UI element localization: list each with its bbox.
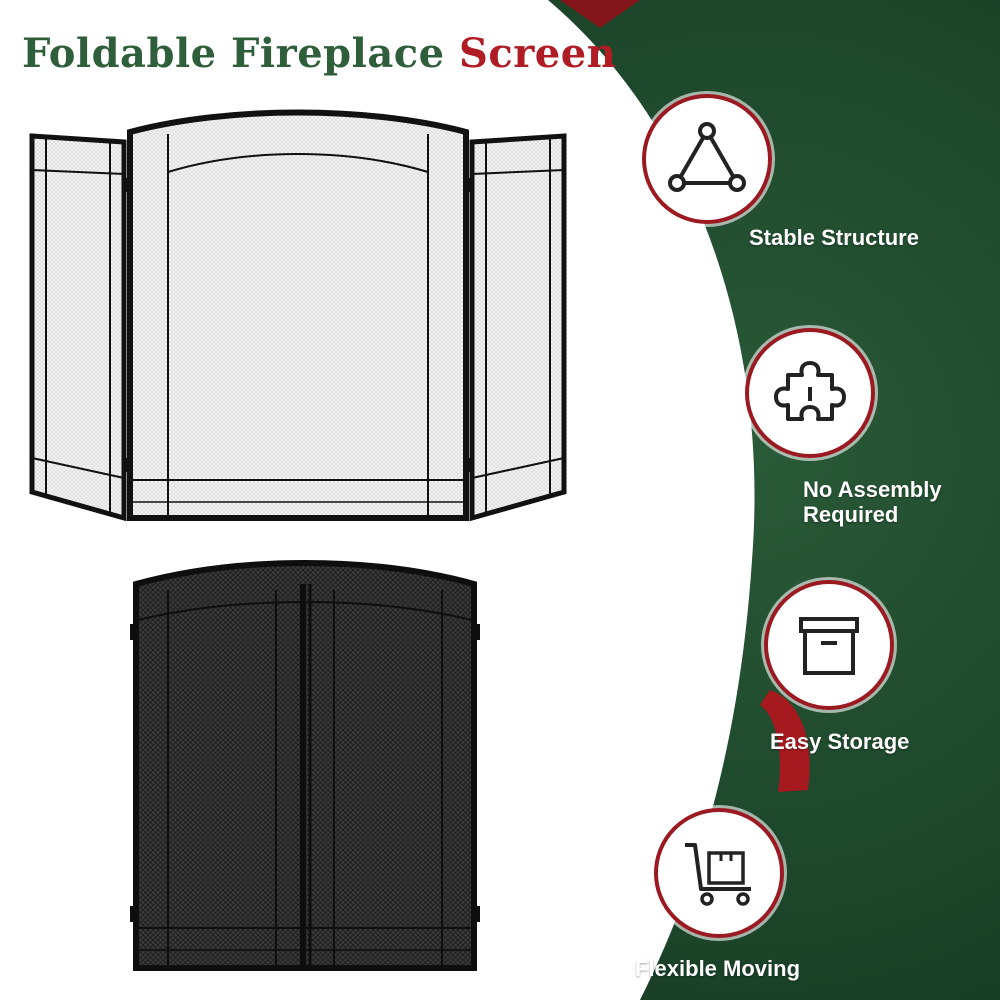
- feature-label: Stable Structure: [749, 225, 919, 250]
- feature-label-line: Easy Storage: [770, 729, 910, 754]
- puzzle-piece-icon: [774, 361, 846, 421]
- page-title: Foldable Fireplace Screen: [22, 30, 616, 77]
- feature-label-line: No Assembly: [803, 477, 942, 502]
- fireplace-screen-open-image: [29, 109, 567, 522]
- feature-label: Flexible Moving: [635, 956, 800, 981]
- storage-box-icon: [799, 617, 859, 675]
- fireplace-screen-folded-image: [130, 560, 480, 971]
- title-word-screen: Screen: [458, 30, 617, 77]
- feature-badge: [642, 94, 772, 224]
- left-panel: [29, 133, 127, 522]
- title-word-foldable: Foldable: [22, 30, 217, 77]
- feature-badge: [654, 808, 784, 938]
- title-word-fireplace: Fireplace: [231, 30, 445, 77]
- feature-label-line: Stable Structure: [749, 225, 919, 250]
- feature-badge: [764, 580, 894, 710]
- feature-badge: [745, 328, 875, 458]
- feature-label-line: Flexible Moving: [635, 956, 801, 981]
- feature-label-line: Required: [803, 502, 899, 527]
- hand-truck-icon: [685, 843, 751, 906]
- feature-label: Easy Storage: [770, 729, 909, 754]
- right-panel: [469, 133, 567, 522]
- feature-label: No Assembly Required: [803, 477, 942, 527]
- triangle-structure-icon: [668, 122, 746, 192]
- center-panel: [127, 109, 469, 521]
